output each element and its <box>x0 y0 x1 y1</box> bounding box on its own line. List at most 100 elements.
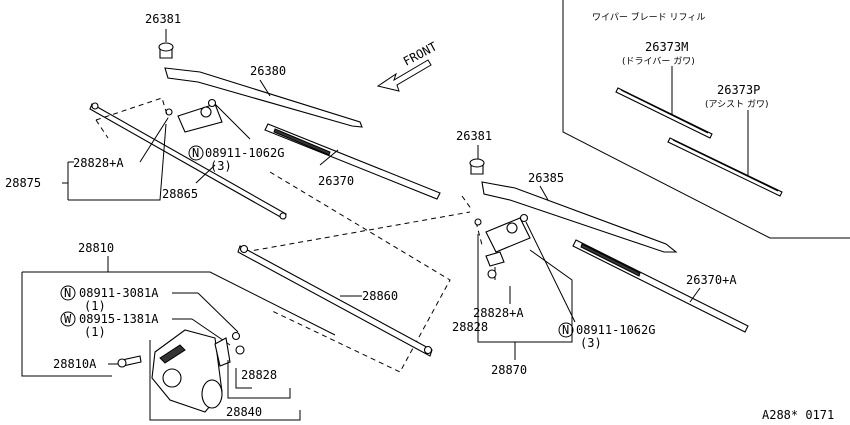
wiper-arm-26385 <box>481 181 678 253</box>
dash-motor-link <box>269 171 451 373</box>
link-rod-28860-shape <box>237 245 433 357</box>
label-28828a-left: 28828+A <box>73 156 124 170</box>
motor-washer <box>235 345 245 355</box>
label-28840: 28840 <box>226 405 262 419</box>
nut-right <box>519 213 529 223</box>
nut-symbol-n-motor <box>60 285 76 301</box>
pivot-shaft-right <box>506 222 518 234</box>
link-rod-28865 <box>89 102 287 220</box>
label-26380: 26380 <box>250 64 286 78</box>
label-26381-right: 26381 <box>456 129 492 143</box>
leader-08911-left <box>214 103 251 140</box>
label-28865: 28865 <box>162 187 198 201</box>
blade-frame-left <box>273 128 331 156</box>
bracket-28810 <box>21 271 336 421</box>
link-rod-28865-end-a <box>91 102 99 110</box>
left-wiper-blade <box>264 123 441 200</box>
link-rod-28860-end-b <box>423 345 433 355</box>
motor-housing-detail <box>159 344 186 364</box>
left-pivot <box>165 98 251 140</box>
refill-strip-driver-line <box>620 89 709 134</box>
label-28828a-right: 28828+A <box>473 306 524 320</box>
label-08911-3081a: 08911-3081A <box>79 286 159 300</box>
label-08911-left-qty: (3) <box>210 159 232 173</box>
right-pivot <box>474 213 576 323</box>
left-wiper-arm <box>158 29 363 128</box>
label-26373p: 26373P <box>717 83 760 97</box>
leader-26380 <box>259 79 271 97</box>
nut-symbol-n-right <box>558 322 574 338</box>
washer-right-lower <box>487 269 497 279</box>
bracket-28828-motor <box>235 368 252 389</box>
leader-08911-3081a-b <box>197 292 239 333</box>
blade-frame-right <box>580 243 641 277</box>
label-26370a: 26370+A <box>686 273 737 287</box>
label-26373m: 26373M <box>645 40 688 54</box>
label-28828-motor: 28828 <box>241 368 277 382</box>
leader-26370 <box>319 149 339 166</box>
label-28828-right: 28828 <box>452 320 488 334</box>
pivot-bracket-left <box>177 103 223 133</box>
nut-symbol-n-right-letter: N <box>562 323 569 337</box>
cap-nut-top-right <box>469 158 485 168</box>
right-wiper-arm: 26381 26385 <box>456 129 678 253</box>
motor-assembly: 28810 N 08911-3081A (1) W 08915-1381A (1… <box>21 241 336 421</box>
right-wiper-blade: 26370+A <box>572 239 749 333</box>
label-08911-right: 08911-1062G <box>576 323 655 337</box>
motor-nut <box>231 331 241 341</box>
leader-08911-right <box>525 221 576 323</box>
bolt-head-28810a <box>117 358 127 368</box>
leader-28865 <box>195 164 216 184</box>
label-26370: 26370 <box>318 174 354 188</box>
label-08911-right-qty: (3) <box>580 336 602 350</box>
front-arrow-icon <box>376 59 432 92</box>
washer-symbol-w-motor <box>60 311 76 327</box>
bracket-28840 <box>227 360 291 399</box>
dash-center-link <box>244 211 471 253</box>
refill-strip-assist <box>667 137 783 197</box>
nut-symbol-n-motor-letter: N <box>64 286 71 300</box>
dash-pivot-left-b <box>95 119 109 139</box>
motor-end-cap <box>201 379 223 409</box>
front-indicator: FRONT <box>376 39 439 92</box>
label-28810a: 28810A <box>53 357 97 371</box>
washer-left <box>165 108 173 116</box>
label-08915-1381a: 08915-1381A <box>79 312 159 326</box>
refill-inset: ワイパー ブレード リフィル 26373M (ドライバー ガワ) 26373P … <box>562 0 850 239</box>
dash-pivot-left <box>95 97 169 121</box>
nut-left <box>207 98 217 108</box>
dash-right-b <box>475 221 483 246</box>
label-08911-left: 08911-1062G <box>205 146 284 160</box>
diagram-code: A288* 0171 <box>762 408 834 422</box>
refill-strip-driver <box>615 87 713 139</box>
label-26373p-note: (アシスト ガワ) <box>705 99 769 110</box>
cap-nut-top-left <box>158 42 174 52</box>
pivot-link-right <box>485 251 505 267</box>
pivot-shaft-left <box>200 106 212 118</box>
wiper-arm-26380 <box>164 67 363 128</box>
washer-symbol-w-motor-letter: W <box>64 312 72 326</box>
labels-left: 26381 26380 08911-1062G (3) N 26370 2882… <box>5 12 354 201</box>
bracket-28870 <box>477 234 573 343</box>
nut-symbol-n-left <box>188 145 204 161</box>
leader-28828a-left <box>139 117 169 163</box>
label-28870: 28870 <box>491 363 527 377</box>
label-08915-1381a-qty: (1) <box>84 325 106 339</box>
leader-26370a <box>689 287 701 303</box>
pivot-bracket-right <box>485 217 531 253</box>
link-rod-28860-end-a <box>239 244 249 254</box>
leader-26385 <box>539 185 549 201</box>
label-26385: 26385 <box>528 171 564 185</box>
dashed-routing <box>95 97 496 373</box>
inset-border <box>562 0 850 239</box>
label-28875: 28875 <box>5 176 41 190</box>
link-rod-28865-end-b <box>279 212 287 220</box>
inset-title: ワイパー ブレード リフィル <box>592 11 705 23</box>
refill-strip-assist-line <box>672 139 779 192</box>
link-rod-28860: 28860 <box>237 244 433 357</box>
label-28810: 28810 <box>78 241 114 255</box>
motor-gear-cover <box>162 368 182 388</box>
label-26373m-note: (ドライバー ガワ) <box>622 56 695 67</box>
